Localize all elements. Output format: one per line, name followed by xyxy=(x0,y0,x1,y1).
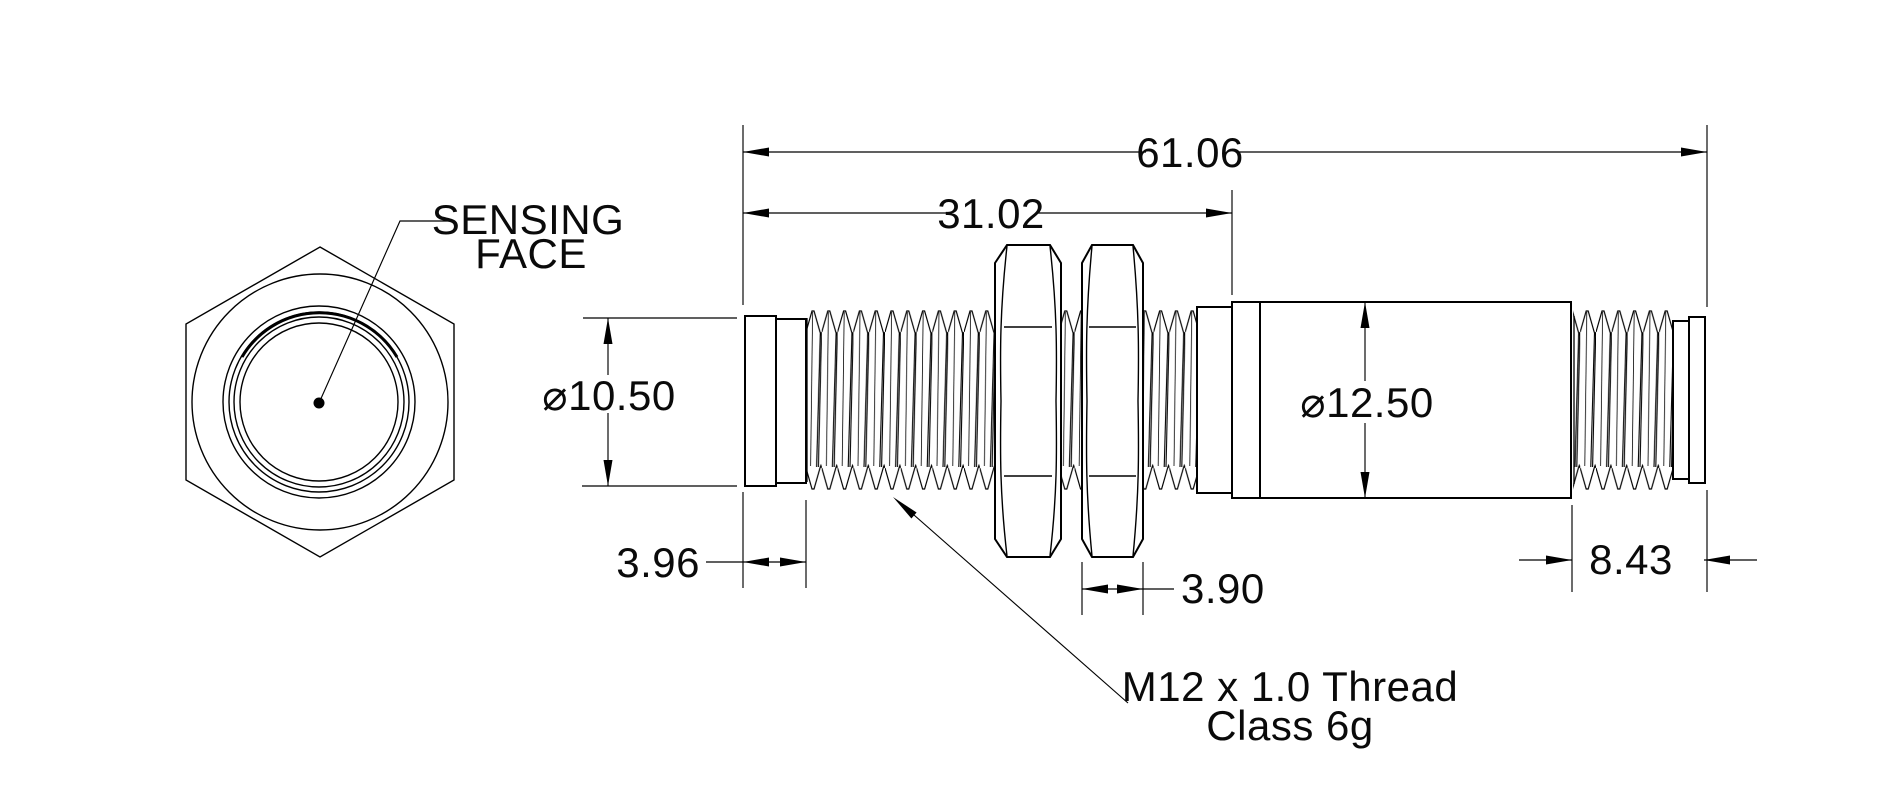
face-ring-inner xyxy=(239,322,399,482)
dim-connector-length-label: 8.43 xyxy=(1589,536,1673,583)
connector-thread-section xyxy=(1573,308,1673,492)
dim-tip-length-label: 3.96 xyxy=(616,539,700,586)
sensing-face-label-line2: FACE xyxy=(475,230,587,277)
dim-overall-length: 61.06 xyxy=(742,125,1708,592)
connector-ring xyxy=(1672,320,1690,480)
thread-section-rear xyxy=(1143,308,1198,492)
thread-callout-label-line2: Class 6g xyxy=(1206,702,1373,749)
side-view xyxy=(744,244,1706,558)
dim-nut-width-label: 3.90 xyxy=(1181,565,1265,612)
undercut-groove xyxy=(1196,306,1233,494)
thread-callout-leader-line xyxy=(913,514,1129,704)
front-view: SENSING FACE xyxy=(185,196,625,558)
dim-face-diameter-label: ⌀10.50 xyxy=(542,372,675,419)
sensing-face-leader-line xyxy=(318,220,452,404)
sensor-tip-neck xyxy=(775,318,807,484)
dim-face-diameter: ⌀10.50 xyxy=(542,317,737,487)
dim-tip-length: 3.96 xyxy=(616,500,807,588)
thread-callout: M12 x 1.0 Thread Class 6g xyxy=(893,497,1458,749)
thread-callout-label-line1: M12 x 1.0 Thread xyxy=(1122,663,1458,710)
hex-nut-outline xyxy=(185,246,455,558)
sensor-body xyxy=(1231,301,1572,499)
thread-od-circle xyxy=(222,305,416,499)
jam-nut-1 xyxy=(994,244,1062,558)
sensing-face-label-line1: SENSING xyxy=(432,196,625,243)
dim-body-diameter-label: ⌀12.50 xyxy=(1300,379,1433,426)
nut-chamfer-circle xyxy=(191,273,449,531)
dim-nut-width: 3.90 xyxy=(1081,562,1265,615)
dim-thread-length-label: 31.02 xyxy=(937,190,1045,237)
sensor-tip-cap xyxy=(744,315,777,487)
face-ring-highlight-arc xyxy=(240,311,399,358)
thread-callout-arrow xyxy=(893,497,917,519)
dim-overall-length-label: 61.06 xyxy=(1136,129,1244,176)
dim-connector-length: 8.43 xyxy=(1519,505,1757,592)
connector-end-cap xyxy=(1688,316,1706,484)
jam-nut-2 xyxy=(1081,244,1144,558)
dim-body-diameter: ⌀12.50 xyxy=(1300,302,1433,498)
dim-thread-length: 31.02 xyxy=(743,190,1233,295)
thread-section-front xyxy=(806,308,995,492)
face-ring-outer xyxy=(233,316,405,488)
thread-between-nuts xyxy=(1061,308,1082,492)
